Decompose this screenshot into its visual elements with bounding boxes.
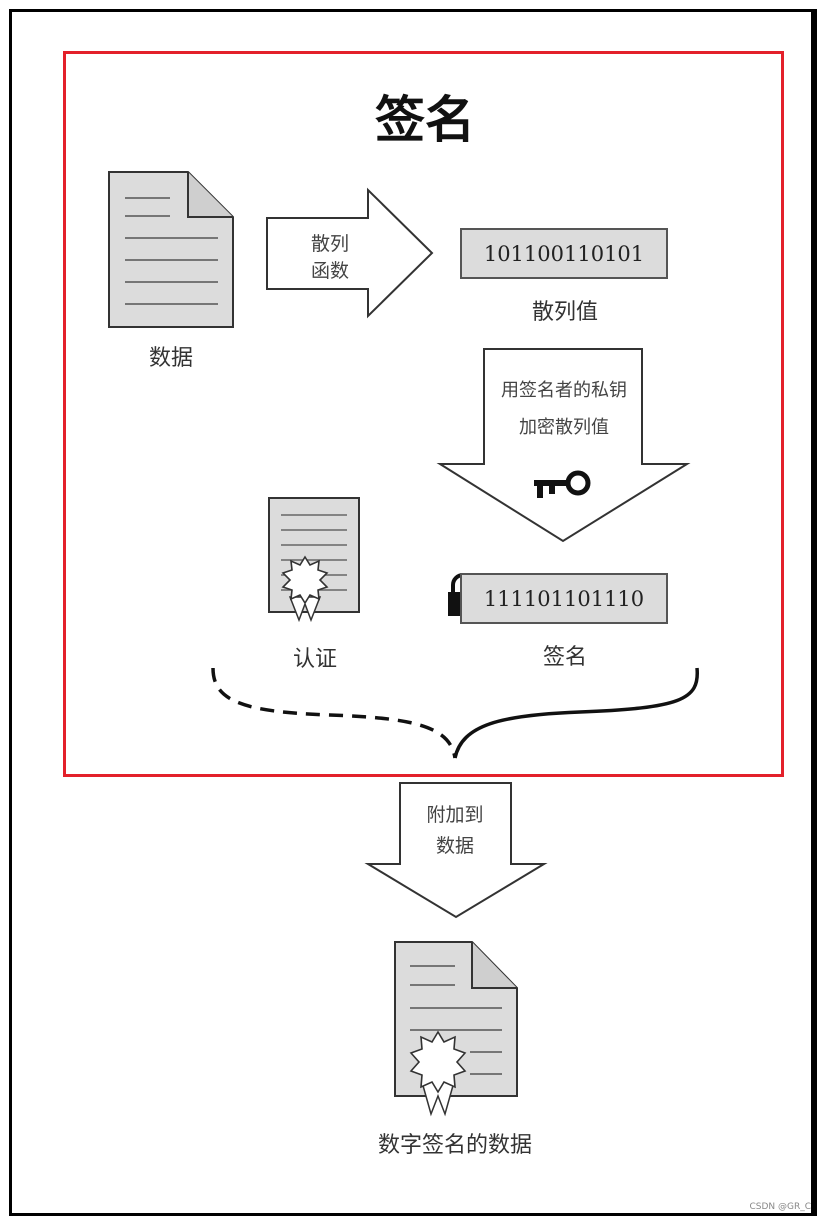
attach-label-line1: 附加到 — [426, 804, 484, 826]
certificate-icon — [268, 497, 360, 623]
document-icon — [108, 171, 234, 328]
arrow-right-icon — [266, 187, 434, 319]
encrypt-label-line1: 用签名者的私钥 — [501, 380, 627, 401]
signature-label: 签名 — [542, 645, 587, 670]
diagram-title: 签名 — [375, 90, 475, 149]
hash-value-label: 散列值 — [531, 300, 598, 325]
hash-function-label-line1: 散列 — [310, 233, 349, 255]
attach-arrow-icon — [364, 782, 548, 919]
hash-value-box: 101100110101 — [460, 228, 668, 279]
brace-icon — [211, 667, 700, 759]
hash-function-label-line2: 函数 — [310, 260, 349, 282]
signed-data-label: 数字签名的数据 — [377, 1133, 532, 1158]
certificate-label: 认证 — [292, 647, 337, 672]
encrypt-label-line2: 加密散列值 — [519, 417, 609, 438]
arrow-down-icon — [436, 348, 691, 543]
key-icon — [534, 470, 591, 498]
signed-document-icon — [394, 941, 518, 1117]
attach-label-line2: 数据 — [435, 835, 474, 857]
signature-value-box: 111101101110 — [460, 573, 668, 624]
frame-right-edge — [811, 9, 817, 1216]
signing-section-highlight — [63, 51, 784, 777]
data-label: 数据 — [148, 346, 193, 371]
watermark: CSDN @GR_C — [749, 1202, 811, 1212]
